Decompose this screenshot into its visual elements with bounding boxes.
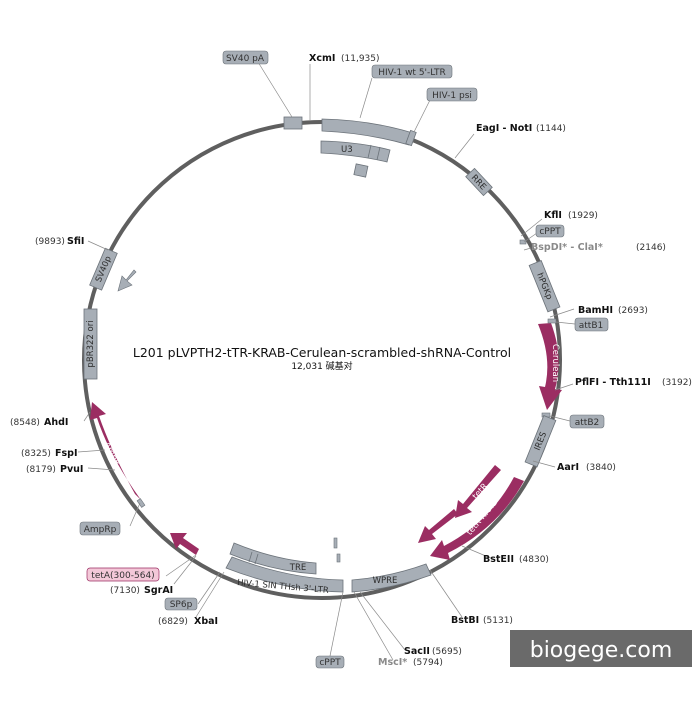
tag-psi <box>426 87 478 102</box>
u3-label: U3 <box>341 145 353 155</box>
rre-feature <box>465 167 493 197</box>
cerulean-cds-arrow <box>538 323 562 410</box>
site-eagi-noti-pos: (1144) <box>536 124 566 134</box>
tag-5ltr <box>371 64 453 79</box>
site-bamhi-pos: (2693) <box>618 306 648 316</box>
tag-sv40pa-label: SV40 pA <box>226 54 265 64</box>
tag-sp6p <box>164 597 198 611</box>
tag-amprp <box>79 521 121 536</box>
inner-cds-arrow <box>418 509 458 543</box>
site-aari-pos: (3840) <box>586 463 616 473</box>
ires-feature <box>524 415 557 468</box>
site-msci: MscI* <box>378 657 407 668</box>
wpre-feature <box>351 563 432 593</box>
tag-attb2 <box>569 414 605 429</box>
watermark-box <box>510 630 692 667</box>
inner-small-feature <box>353 163 369 178</box>
tag-attb1 <box>574 317 609 332</box>
tag-psi-label: HIV-1 psi <box>432 91 472 101</box>
hiv1-psi-feature <box>405 129 417 147</box>
site-pflfi-tth111i: PflFI - Tth111I <box>575 377 651 388</box>
site-kfli-pos: (1929) <box>568 211 598 221</box>
tag-teta-label: tetA(300-564) <box>91 571 154 581</box>
site-kfli: KflI <box>544 210 562 221</box>
site-bstbi-pos: (5131) <box>483 616 513 626</box>
tre-feature <box>229 542 317 575</box>
attb1-marker <box>547 318 557 324</box>
site-fspi-pos: (8325) <box>21 449 51 459</box>
site-sfii: SfiI <box>67 236 84 247</box>
tre-label: TRE <box>289 563 306 573</box>
site-sacii: SacII <box>404 646 430 657</box>
tag-attb2-label: attB2 <box>575 418 599 428</box>
site-bspdi-clai-pos: (2146) <box>636 243 666 253</box>
tag-sp6p-label: SP6p <box>170 600 193 610</box>
cerulean-label: Cerulean <box>550 344 560 382</box>
u3-feature <box>320 140 391 163</box>
sv40-pa-feature <box>283 116 303 130</box>
site-sgrai: SgrAI <box>144 585 173 596</box>
site-msci-pos: (5794) <box>413 658 443 668</box>
site-xcmi: XcmI <box>309 53 335 64</box>
tag-teta <box>86 567 160 582</box>
pbr322-ori-feature <box>83 308 98 380</box>
hiv1-3ltr-feature <box>225 556 344 593</box>
hpgk-feature <box>528 260 561 313</box>
tre-divider-2 <box>254 553 259 565</box>
site-aari: AarI <box>557 462 579 473</box>
plasmid-title: L201 pLVPTH2-tTR-KRAB-Cerulean-scrambled… <box>133 345 511 360</box>
site-bspdi-clai: BspDI* - ClaI* <box>531 242 603 253</box>
u3-divider-2 <box>376 146 381 161</box>
site-bsteii: BstEII <box>483 554 514 565</box>
site-bsteii-pos: (4830) <box>519 555 549 565</box>
watermark-text: biogege.com <box>530 638 673 663</box>
tag-attb1-label: attB1 <box>579 321 603 331</box>
tag-5ltr-label: HIV-1 wt 5'-LTR <box>378 68 446 78</box>
site-ahdi: AhdI <box>44 417 68 428</box>
inner-grey-arrow <box>117 269 137 292</box>
tetr-cds-arrow <box>455 465 501 518</box>
amprp-marker <box>136 498 146 508</box>
cppt-right-marker <box>519 239 527 245</box>
site-ahdi-pos: (8548) <box>10 418 40 428</box>
hiv1-5ltr-feature <box>321 118 414 146</box>
pbr322-label: pBR322 ori <box>86 320 96 367</box>
site-bamhi: BamHI <box>578 305 613 316</box>
site-pflfi-tth111i-pos: (3192) <box>662 378 692 388</box>
inner-tick-2 <box>336 553 341 563</box>
site-pvui-pos: (8179) <box>26 465 56 475</box>
site-fspi: FspI <box>55 448 77 459</box>
tag-cppt-bottom <box>315 655 345 669</box>
wpre-label: WPRE <box>373 576 398 586</box>
site-xbai: XbaI <box>194 616 218 627</box>
site-sfii-pos: (9893) <box>35 237 65 247</box>
tetA-arrow <box>170 533 199 555</box>
inner-tick-1 <box>333 537 338 549</box>
tag-amprp-label: AmpRp <box>84 525 117 535</box>
plasmid-backbone <box>82 120 562 600</box>
site-pvui: PvuI <box>60 464 83 475</box>
u3-divider-1 <box>367 144 372 159</box>
site-eagi-noti: EagI - NotI <box>476 123 532 134</box>
tag-cppt-bottom-label: cPPT <box>319 658 341 668</box>
tre-divider-1 <box>248 551 253 563</box>
tag-cppt-right-label: cPPT <box>539 227 561 237</box>
plasmid-size: 12,031 碱基对 <box>291 360 352 372</box>
site-bstbi: BstBI <box>451 615 479 626</box>
tag-sv40pa <box>222 50 269 65</box>
sv40p-feature <box>89 247 118 291</box>
site-sacii-pos: (5695) <box>432 647 462 657</box>
tag-cppt-right <box>535 224 565 238</box>
ampr-cds-arrow <box>90 402 141 500</box>
site-xbai-pos: (6829) <box>158 617 188 627</box>
tetr-krab-cds-arrow <box>430 477 524 560</box>
leader-lines <box>77 61 576 661</box>
site-sgrai-pos: (7130) <box>110 586 140 596</box>
site-xcmi-pos: (11,935) <box>341 54 380 64</box>
